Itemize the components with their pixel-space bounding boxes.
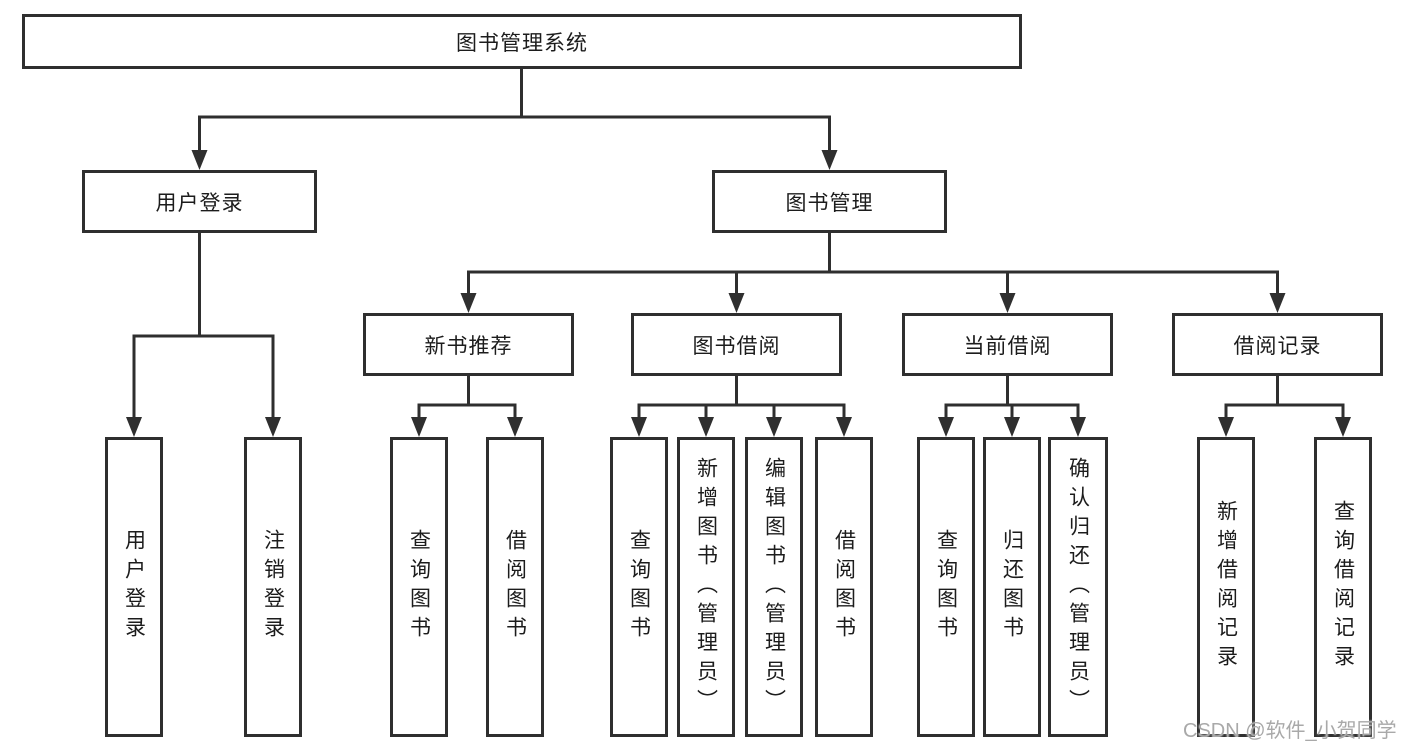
leaf-add-books-admin: 新增图书（管理员） xyxy=(677,437,735,737)
node-current-borrow: 当前借阅 xyxy=(902,313,1113,376)
edge-current-to-leaves xyxy=(938,376,1086,437)
node-book-management-system: 图书管理系统 xyxy=(22,14,1022,69)
leaf-add-borrow-record-label: 新增借阅记录 xyxy=(1214,500,1238,674)
edge-root-to-level2 xyxy=(191,69,838,170)
node-book-borrow: 图书借阅 xyxy=(631,313,842,376)
leaf-query-books-recommend: 查询图书 xyxy=(390,437,448,737)
leaf-query-books-recommend-label: 查询图书 xyxy=(407,529,431,645)
edge-borrow-to-leaves xyxy=(631,376,852,437)
leaf-borrow-books-recommend-label: 借阅图书 xyxy=(503,529,527,645)
node-new-book-recommend: 新书推荐 xyxy=(363,313,574,376)
edge-recommend-to-leaves xyxy=(411,376,523,437)
leaf-borrow-books: 借阅图书 xyxy=(815,437,873,737)
node-book-management: 图书管理 xyxy=(712,170,947,233)
leaf-add-borrow-record: 新增借阅记录 xyxy=(1197,437,1255,737)
leaf-query-books-current-label: 查询图书 xyxy=(934,529,958,645)
edge-book-management-to-level3 xyxy=(460,233,1286,313)
edge-records-to-leaves xyxy=(1218,376,1351,437)
edge-user-login-to-leaves xyxy=(126,233,281,437)
leaf-query-books-current: 查询图书 xyxy=(917,437,975,737)
node-borrow-records: 借阅记录 xyxy=(1172,313,1383,376)
leaf-return-books-label: 归还图书 xyxy=(1000,529,1024,645)
leaf-borrow-books-label: 借阅图书 xyxy=(832,529,856,645)
leaf-return-books: 归还图书 xyxy=(983,437,1041,737)
leaf-edit-books-admin-label: 编辑图书（管理员） xyxy=(762,456,786,718)
leaf-user-login-label: 用户登录 xyxy=(122,529,146,645)
leaf-query-borrow-record-label: 查询借阅记录 xyxy=(1331,500,1355,674)
node-user-login: 用户登录 xyxy=(82,170,317,233)
leaf-query-books-borrow: 查询图书 xyxy=(610,437,668,737)
leaf-logout-label: 注销登录 xyxy=(261,529,285,645)
leaf-user-login: 用户登录 xyxy=(105,437,163,737)
leaf-confirm-return-admin: 确认归还（管理员） xyxy=(1048,437,1108,737)
csdn-watermark: CSDN @软件_小贺同学 xyxy=(1183,720,1397,742)
leaf-logout: 注销登录 xyxy=(244,437,302,737)
leaf-query-borrow-record: 查询借阅记录 xyxy=(1314,437,1372,737)
leaf-edit-books-admin: 编辑图书（管理员） xyxy=(745,437,803,737)
leaf-add-books-admin-label: 新增图书（管理员） xyxy=(694,456,718,718)
leaf-confirm-return-admin-label: 确认归还（管理员） xyxy=(1066,456,1090,718)
leaf-borrow-books-recommend: 借阅图书 xyxy=(486,437,544,737)
leaf-query-books-borrow-label: 查询图书 xyxy=(627,529,651,645)
